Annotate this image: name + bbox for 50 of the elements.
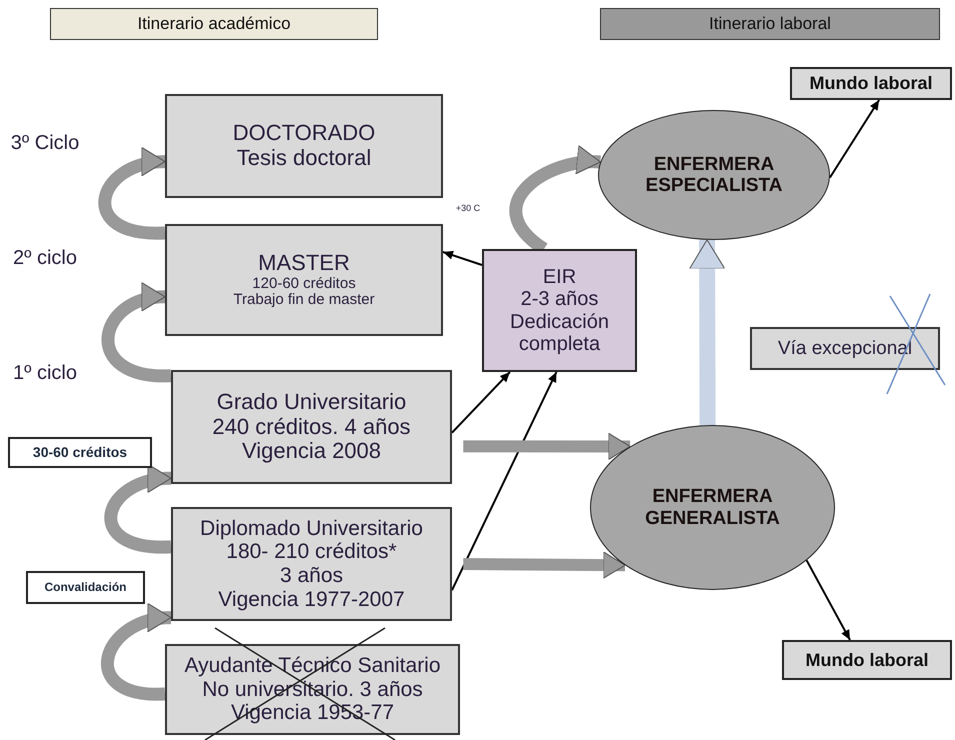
node-text: 120-60 créditos	[251, 276, 357, 292]
header-box	[600, 8, 940, 40]
arrow	[829, 99, 880, 178]
node-text: 30-60 créditos	[32, 444, 128, 460]
cycle-label: 2º ciclo	[12, 247, 78, 270]
process-box	[165, 644, 460, 735]
node-text: MASTER	[257, 250, 351, 276]
node-text: Itinerario académico	[136, 14, 292, 34]
node-text: Convalidación	[43, 580, 128, 594]
block-arrow	[102, 284, 172, 382]
process-box	[171, 507, 452, 621]
node-text: Itinerario laboral	[708, 14, 832, 34]
block-arrow	[101, 605, 172, 701]
block-arrow	[463, 551, 626, 579]
block-arrow	[463, 432, 631, 460]
process-box	[482, 249, 637, 372]
header-box	[50, 8, 378, 40]
node-text: Vigencia 1977-2007	[217, 588, 406, 612]
block-arrow	[689, 239, 726, 426]
node-text: EIR	[542, 266, 578, 288]
arrow	[806, 560, 851, 640]
node-text: DOCTORADO	[232, 121, 376, 146]
note-label: +30 C	[454, 203, 482, 214]
node-text: Diplomado Universitario	[199, 516, 424, 540]
node-text: Grado Universitario	[216, 390, 408, 415]
note-box	[8, 437, 152, 468]
node-text: Dedicación completa	[509, 310, 610, 356]
process-box	[165, 94, 443, 198]
outcome-box	[782, 640, 952, 680]
node-text: 180- 210 créditos*	[225, 540, 398, 564]
node-text: 3 años	[278, 564, 344, 588]
process-box	[165, 224, 443, 336]
node-text: Mundo laboral	[804, 650, 930, 670]
note-box	[26, 571, 145, 604]
node-text: 240 créditos. 4 años	[211, 414, 412, 440]
node-text: ENFERMERA ESPECIALISTA	[644, 154, 784, 196]
arrow	[451, 371, 511, 434]
arrow	[451, 372, 558, 591]
node-text: Trabajo fin de master	[232, 292, 376, 310]
node-text: Vigencia 2008	[240, 439, 382, 464]
outcome-box	[790, 67, 952, 100]
cycle-label: 1º ciclo	[12, 362, 78, 385]
cycle-label: 3º Ciclo	[10, 132, 80, 155]
process-box	[171, 370, 452, 484]
node-text: Tesis doctoral	[236, 146, 372, 171]
block-arrow	[98, 148, 166, 240]
node-text: 2-3 años	[520, 288, 600, 310]
arrow	[442, 250, 482, 266]
node-text: Mundo laboral	[808, 73, 934, 94]
node-text: ENFERMERA GENERALISTA	[644, 486, 781, 529]
